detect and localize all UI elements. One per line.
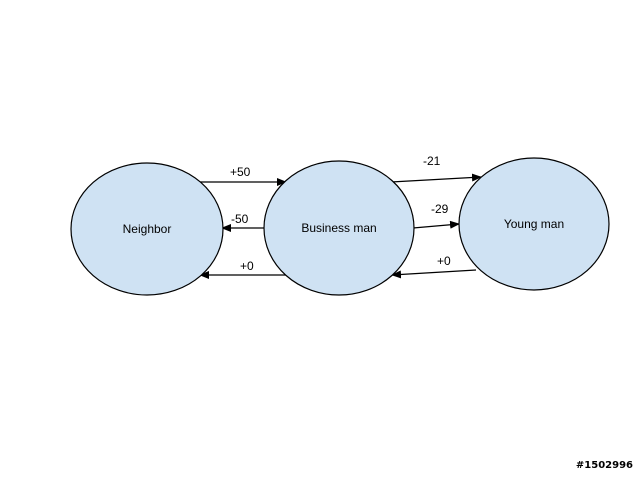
node-shape: [458, 157, 610, 291]
node-label: Young man: [504, 217, 564, 231]
edge-label: -29: [431, 202, 449, 216]
edge-label: +50: [230, 165, 251, 179]
image-id-watermark: #1502996: [575, 460, 633, 471]
edge-business-to-neighbor-mid: -50: [221, 212, 264, 232]
edge-business-to-young-mid: -29: [412, 202, 460, 229]
edge-arrow: [390, 173, 482, 183]
node-label: Neighbor: [123, 222, 172, 236]
edge-arrow: [391, 269, 477, 279]
node-shape: [70, 162, 224, 296]
edge-label: +0: [240, 259, 254, 273]
edge-label: -50: [231, 212, 249, 226]
edge-business-to-neighbor-low: +0: [199, 259, 287, 279]
edge-business-to-young-top: -21: [390, 154, 482, 183]
edge-label: -21: [423, 154, 441, 168]
node-label: Business man: [301, 221, 376, 235]
node-business-man: Business man: [263, 160, 415, 296]
edge-neighbor-to-business: +50: [198, 165, 287, 186]
node-neighbor: Neighbor: [70, 162, 224, 296]
node-young-man: Young man: [458, 157, 610, 291]
node-shape: [263, 160, 415, 296]
edge-label: +0: [437, 254, 451, 268]
edge-arrow: [412, 220, 460, 229]
edge-young-to-business-low: +0: [391, 254, 477, 279]
